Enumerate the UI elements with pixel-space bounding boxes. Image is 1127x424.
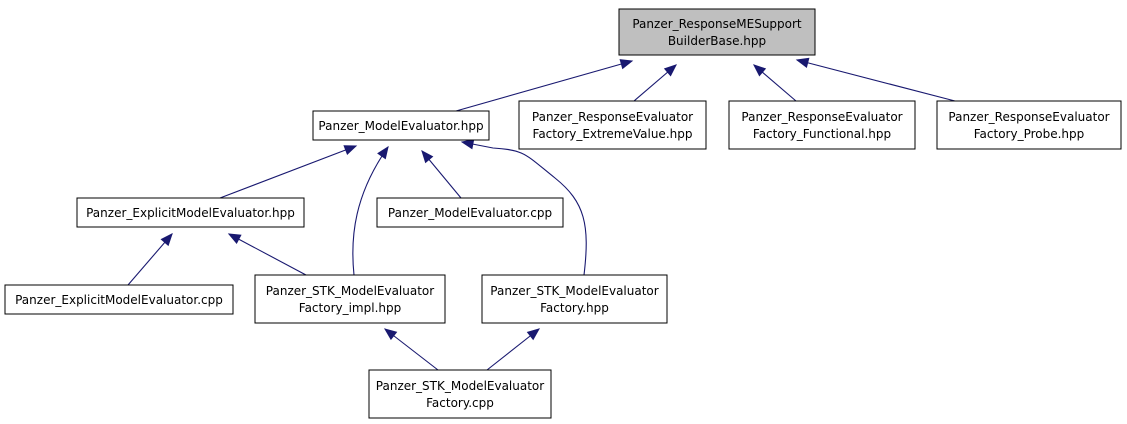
edge-explicit_cpp-to-explicit_hpp [127,233,173,286]
node-label-line: Factory_impl.hpp [299,301,401,315]
edge-line [352,146,389,276]
node-label-line: Panzer_ModelEvaluator.hpp [318,119,483,133]
edge-line [219,145,357,199]
arrowhead-icon [383,328,398,341]
edge-line [796,59,956,102]
arrowhead-icon [795,57,810,68]
node-label-line: Factory.cpp [426,396,494,410]
node-box [618,8,816,56]
arrowhead-icon [619,59,634,70]
node-label-line: Factory.hpp [540,301,609,315]
node-box [376,197,564,228]
edge-stk_cpp-to-stk_impl [383,328,439,371]
node-label-line: Panzer_STK_ModelEvaluator [266,284,434,298]
arrowhead-icon [227,233,242,245]
node-stk-impl[interactable]: Panzer_STK_ModelEvaluatorFactory_impl.hp… [254,274,446,324]
node-me-cpp[interactable]: Panzer_ModelEvaluator.cpp [376,197,564,228]
node-box [728,100,916,150]
node-box [76,197,305,228]
edge-stk_impl-to-me_hpp [352,145,389,276]
node-me-hpp[interactable]: Panzer_ModelEvaluator.hpp [312,110,490,141]
arrowhead-icon [752,64,767,77]
node-rf-probe[interactable]: Panzer_ResponseEvaluatorFactory_Probe.hp… [936,100,1122,150]
arrowhead-icon [160,233,173,247]
node-label-line: Panzer_ResponseEvaluator [948,110,1109,124]
node-label-line: Panzer_STK_ModelEvaluator [376,379,544,393]
node-rf-functional[interactable]: Panzer_ResponseEvaluatorFactory_Function… [728,100,916,150]
node-label-line: Factory_Functional.hpp [753,127,891,141]
node-label-line: Panzer_ResponseMESupport [632,17,802,31]
node-label-line: Factory_Probe.hpp [974,127,1085,141]
node-box [254,274,446,324]
edge-me_hpp-to-root [455,59,634,112]
node-label-line: Panzer_ResponseEvaluator [741,110,902,124]
arrowhead-icon [526,328,541,341]
edge-rf_functional-to-root [752,64,797,102]
arrowhead-icon [343,145,358,156]
node-label-line: BuilderBase.hpp [668,34,766,48]
node-label-line: Panzer_STK_ModelEvaluator [490,284,658,298]
edge-stk_hpp-to-me_hpp [460,139,587,276]
arrowhead-icon [663,64,678,77]
node-explicit-cpp[interactable]: Panzer_ExplicitModelEvaluator.cpp [4,284,234,315]
node-box [936,100,1122,150]
edge-stk_impl-to-explicit_hpp [227,233,307,276]
edge-rf_probe-to-root [795,57,956,102]
node-label-line: Panzer_ResponseEvaluator [532,110,693,124]
nodes-layer: Panzer_ResponseMESupportBuilderBase.hppP… [4,8,1122,419]
arrowhead-icon [421,149,434,164]
edge-line [461,141,587,276]
edge-explicit_hpp-to-me_hpp [219,145,358,199]
arrowhead-icon [460,139,475,150]
edge-line [228,233,307,276]
edge-stk_cpp-to-stk_hpp [486,328,541,371]
node-box [481,274,668,324]
node-label-line: Panzer_ExplicitModelEvaluator.hpp [86,206,295,220]
node-label-line: Panzer_ExplicitModelEvaluator.cpp [15,293,223,307]
edge-line [455,60,633,112]
edge-rf_extreme-to-root [633,64,678,102]
node-rf-extreme[interactable]: Panzer_ResponseEvaluatorFactory_ExtremeV… [518,100,707,150]
node-box [368,369,552,419]
node-explicit-hpp[interactable]: Panzer_ExplicitModelEvaluator.hpp [76,197,305,228]
node-label-line: Panzer_ModelEvaluator.cpp [388,206,552,220]
node-box [518,100,707,150]
node-box [4,284,234,315]
node-box [312,110,490,141]
node-label-line: Factory_ExtremeValue.hpp [533,127,693,141]
edges-layer [127,57,956,371]
edge-me_cpp-to-me_hpp [421,149,462,199]
arrowhead-icon [377,145,389,160]
